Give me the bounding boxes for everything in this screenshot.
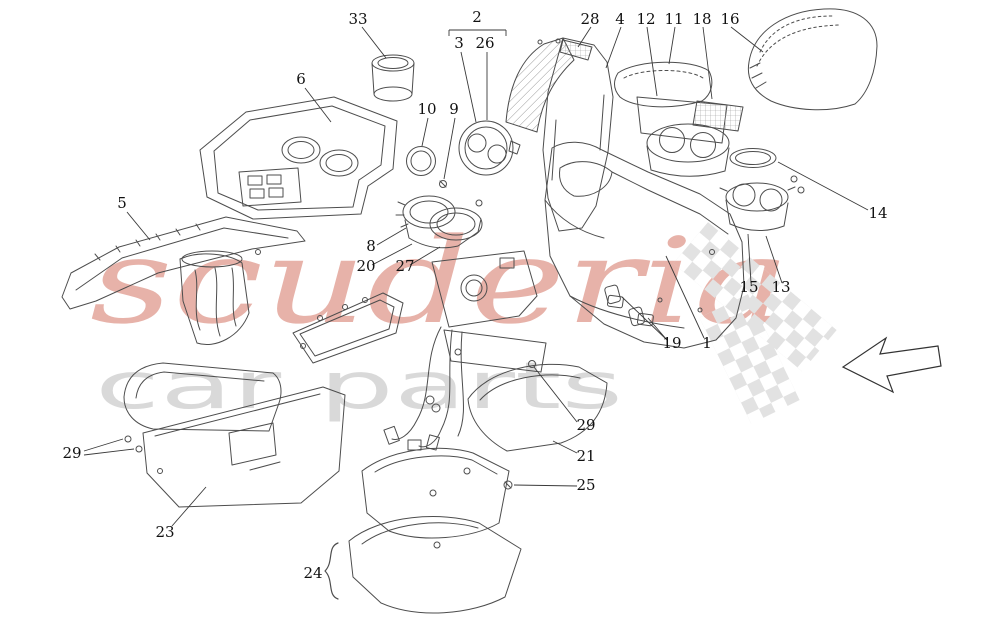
brace-24: [324, 542, 339, 600]
part-side-panels-23: [123, 362, 346, 508]
part-label-24: 24: [303, 564, 322, 582]
part-label-19: 19: [662, 334, 681, 352]
part-tray-12: [636, 96, 744, 177]
part-side-panel-small: [292, 292, 404, 364]
part-label-10: 10: [417, 100, 436, 118]
part-label-6: 6: [296, 70, 306, 88]
part-cup-insert-33: [371, 54, 415, 102]
part-label-28: 28: [580, 10, 599, 28]
part-label-29-left: 29: [62, 444, 81, 462]
part-armrest-cushion-11: [614, 61, 713, 108]
part-label-13: 13: [771, 278, 790, 296]
part-screw-29-left-a: [124, 435, 132, 443]
part-label-25: 25: [576, 476, 595, 494]
checkered-flag-icon: [673, 222, 837, 424]
part-screw-25: [503, 480, 513, 490]
part-label-1: 1: [702, 334, 712, 352]
part-console-front-28: [542, 37, 614, 232]
part-rear-shell-16: [747, 8, 878, 111]
leader-lines: [83, 26, 869, 527]
direction-arrow-icon: [841, 336, 942, 394]
part-label-15: 15: [739, 278, 758, 296]
part-screw-9: [439, 180, 447, 188]
part-cupholder-assembly-13-15: [719, 175, 805, 231]
part-label-29-right: 29: [576, 416, 595, 434]
part-cup-insert-8: [395, 195, 483, 249]
part-label-4: 4: [615, 10, 625, 28]
part-label-18: 18: [692, 10, 711, 28]
part-label-14: 14: [868, 204, 887, 222]
part-label-11: 11: [664, 10, 683, 28]
part-label-23: 23: [155, 523, 174, 541]
part-label-3: 3: [454, 34, 464, 52]
part-label-33: 33: [348, 10, 367, 28]
part-floor-panels-24: [324, 447, 522, 614]
watermark: scuderia car parts: [90, 212, 790, 424]
part-label-21: 21: [576, 447, 595, 465]
part-label-12: 12: [636, 10, 655, 28]
part-clips-19: [604, 284, 645, 327]
part-label-9: 9: [449, 100, 459, 118]
part-ring-10: [406, 146, 447, 188]
part-label-8: 8: [366, 237, 376, 255]
part-rear-panel-21: [467, 363, 608, 490]
part-screw-29-left-b: [135, 445, 143, 453]
part-label-2: 2: [472, 8, 482, 26]
part-round-tray-26: [458, 120, 521, 176]
exploded-diagram-lineart: [61, 8, 878, 614]
part-cupholder-ring-14: [729, 148, 777, 168]
part-label-27: 27: [395, 257, 414, 275]
part-label-20: 20: [356, 257, 375, 275]
watermark-subtitle-text: car parts: [95, 350, 623, 424]
part-label-26: 26: [475, 34, 494, 52]
part-mat-18: [692, 100, 744, 132]
part-number-labels: 33 2 3 26 28 4 12 11 18 16 6 10 9 5 8 20…: [62, 8, 887, 582]
part-harness-bracket: [383, 250, 547, 451]
part-label-16: 16: [720, 10, 739, 28]
part-label-5: 5: [117, 194, 127, 212]
part-trim-plate-6: [199, 96, 398, 220]
watermark-brand-text: scuderia: [90, 212, 790, 350]
part-sill-trim-5: [61, 216, 306, 345]
